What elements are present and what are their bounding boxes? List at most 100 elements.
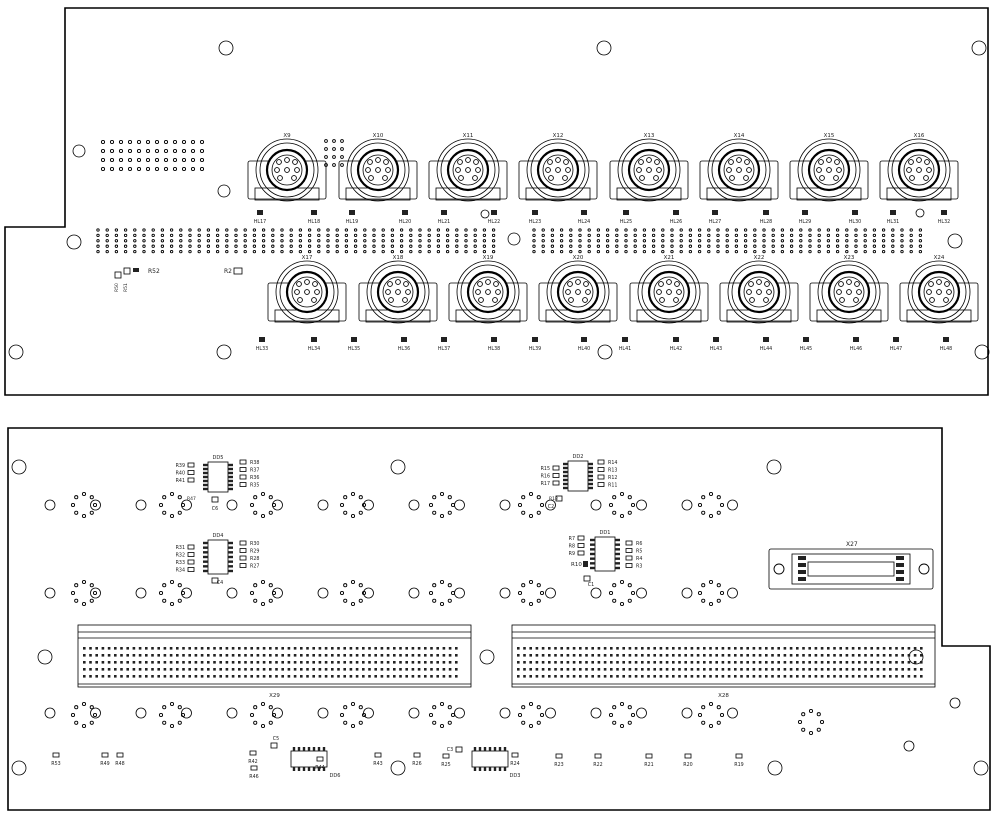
connector-pin bbox=[666, 289, 672, 295]
header-pin bbox=[312, 668, 315, 671]
resistor-pad bbox=[239, 482, 247, 487]
pin-ring bbox=[249, 701, 277, 729]
header-pin bbox=[200, 668, 204, 671]
via bbox=[105, 239, 109, 243]
led-label: HL18 bbox=[308, 219, 320, 225]
ic-pin bbox=[203, 479, 208, 483]
via bbox=[317, 244, 321, 248]
header-pin bbox=[120, 654, 123, 657]
header-pin bbox=[585, 675, 588, 678]
pin-ring bbox=[339, 491, 367, 519]
header-pin bbox=[343, 661, 346, 664]
header-pin bbox=[628, 668, 632, 671]
header-pin bbox=[83, 654, 86, 657]
header-pin bbox=[796, 675, 799, 678]
header-pin bbox=[603, 654, 607, 657]
via-field bbox=[96, 139, 923, 254]
connector-label: X16 bbox=[914, 133, 925, 139]
led-pad bbox=[532, 337, 538, 342]
circular-connector: X15 bbox=[789, 133, 869, 202]
ic-pin bbox=[590, 562, 595, 565]
header-pin bbox=[678, 675, 681, 678]
header-pin bbox=[362, 654, 365, 657]
header-pin bbox=[560, 654, 563, 657]
via-large bbox=[727, 499, 738, 511]
ic-pin bbox=[588, 466, 593, 470]
via bbox=[789, 249, 794, 254]
header-pin bbox=[411, 647, 415, 650]
header-pin bbox=[814, 668, 818, 671]
header-pin bbox=[913, 647, 917, 650]
ring-pin bbox=[432, 583, 437, 588]
ring-pin bbox=[162, 583, 167, 588]
connector-pin bbox=[276, 159, 282, 165]
via bbox=[743, 244, 748, 248]
header-pin bbox=[114, 654, 117, 657]
header-pin bbox=[641, 668, 644, 671]
ic-pin bbox=[590, 552, 595, 556]
ic-pin bbox=[588, 478, 593, 482]
header-pin bbox=[349, 675, 353, 678]
header-pin bbox=[839, 654, 842, 657]
via bbox=[854, 244, 858, 248]
resistor-label: R14 bbox=[608, 460, 617, 466]
resistor-label: R7 bbox=[569, 536, 575, 542]
header-pin bbox=[721, 668, 725, 671]
via bbox=[624, 239, 628, 243]
header-pin bbox=[362, 661, 365, 664]
via bbox=[109, 139, 115, 145]
ring-pin bbox=[169, 513, 175, 519]
header-pin bbox=[796, 647, 799, 650]
ring-pin bbox=[169, 491, 175, 497]
led-pad bbox=[623, 210, 629, 215]
resistor-label: R5 bbox=[636, 549, 642, 555]
via bbox=[145, 148, 151, 154]
via-large bbox=[636, 587, 647, 599]
circular-connector: X12 bbox=[518, 133, 598, 202]
ring-pin bbox=[627, 705, 632, 710]
ring-pin bbox=[801, 712, 806, 717]
resistor-label: R19 bbox=[734, 762, 743, 768]
header-pin bbox=[200, 647, 204, 650]
connector-pin bbox=[284, 167, 290, 173]
via bbox=[725, 228, 729, 232]
connector-pin bbox=[654, 159, 660, 165]
ic-pin bbox=[590, 538, 595, 542]
header-pin bbox=[808, 654, 811, 657]
via bbox=[909, 239, 913, 243]
via bbox=[455, 239, 459, 243]
header-pin bbox=[740, 647, 743, 650]
ring-pin bbox=[521, 598, 526, 603]
header-pin bbox=[157, 675, 160, 678]
via bbox=[100, 139, 106, 145]
header-pin bbox=[634, 647, 638, 650]
header-pin bbox=[417, 668, 421, 671]
via bbox=[340, 155, 344, 159]
connector-pin bbox=[944, 281, 950, 287]
led-label: HL36 bbox=[398, 346, 410, 352]
header-pin bbox=[355, 675, 359, 678]
resistor-pad bbox=[123, 267, 131, 275]
header-pin bbox=[678, 647, 681, 650]
via bbox=[679, 239, 683, 243]
header-pin bbox=[715, 661, 718, 664]
connector-flange bbox=[546, 260, 610, 324]
resistor-label: R18 bbox=[549, 496, 558, 502]
via bbox=[891, 233, 895, 238]
header-pin bbox=[572, 675, 576, 678]
ic-pin bbox=[203, 467, 208, 471]
header-pin bbox=[120, 647, 123, 650]
header-pin bbox=[653, 668, 656, 671]
via bbox=[615, 239, 619, 243]
connector-pin bbox=[582, 297, 588, 303]
via bbox=[789, 239, 794, 243]
header-pin bbox=[169, 675, 173, 678]
header-pin bbox=[672, 654, 675, 657]
via bbox=[734, 239, 739, 243]
via bbox=[172, 139, 178, 145]
via bbox=[160, 233, 165, 238]
circular-connector: X17 bbox=[267, 255, 347, 324]
header-pin bbox=[101, 661, 105, 664]
capacitor-pad bbox=[211, 577, 219, 584]
connector-pin bbox=[908, 159, 914, 165]
